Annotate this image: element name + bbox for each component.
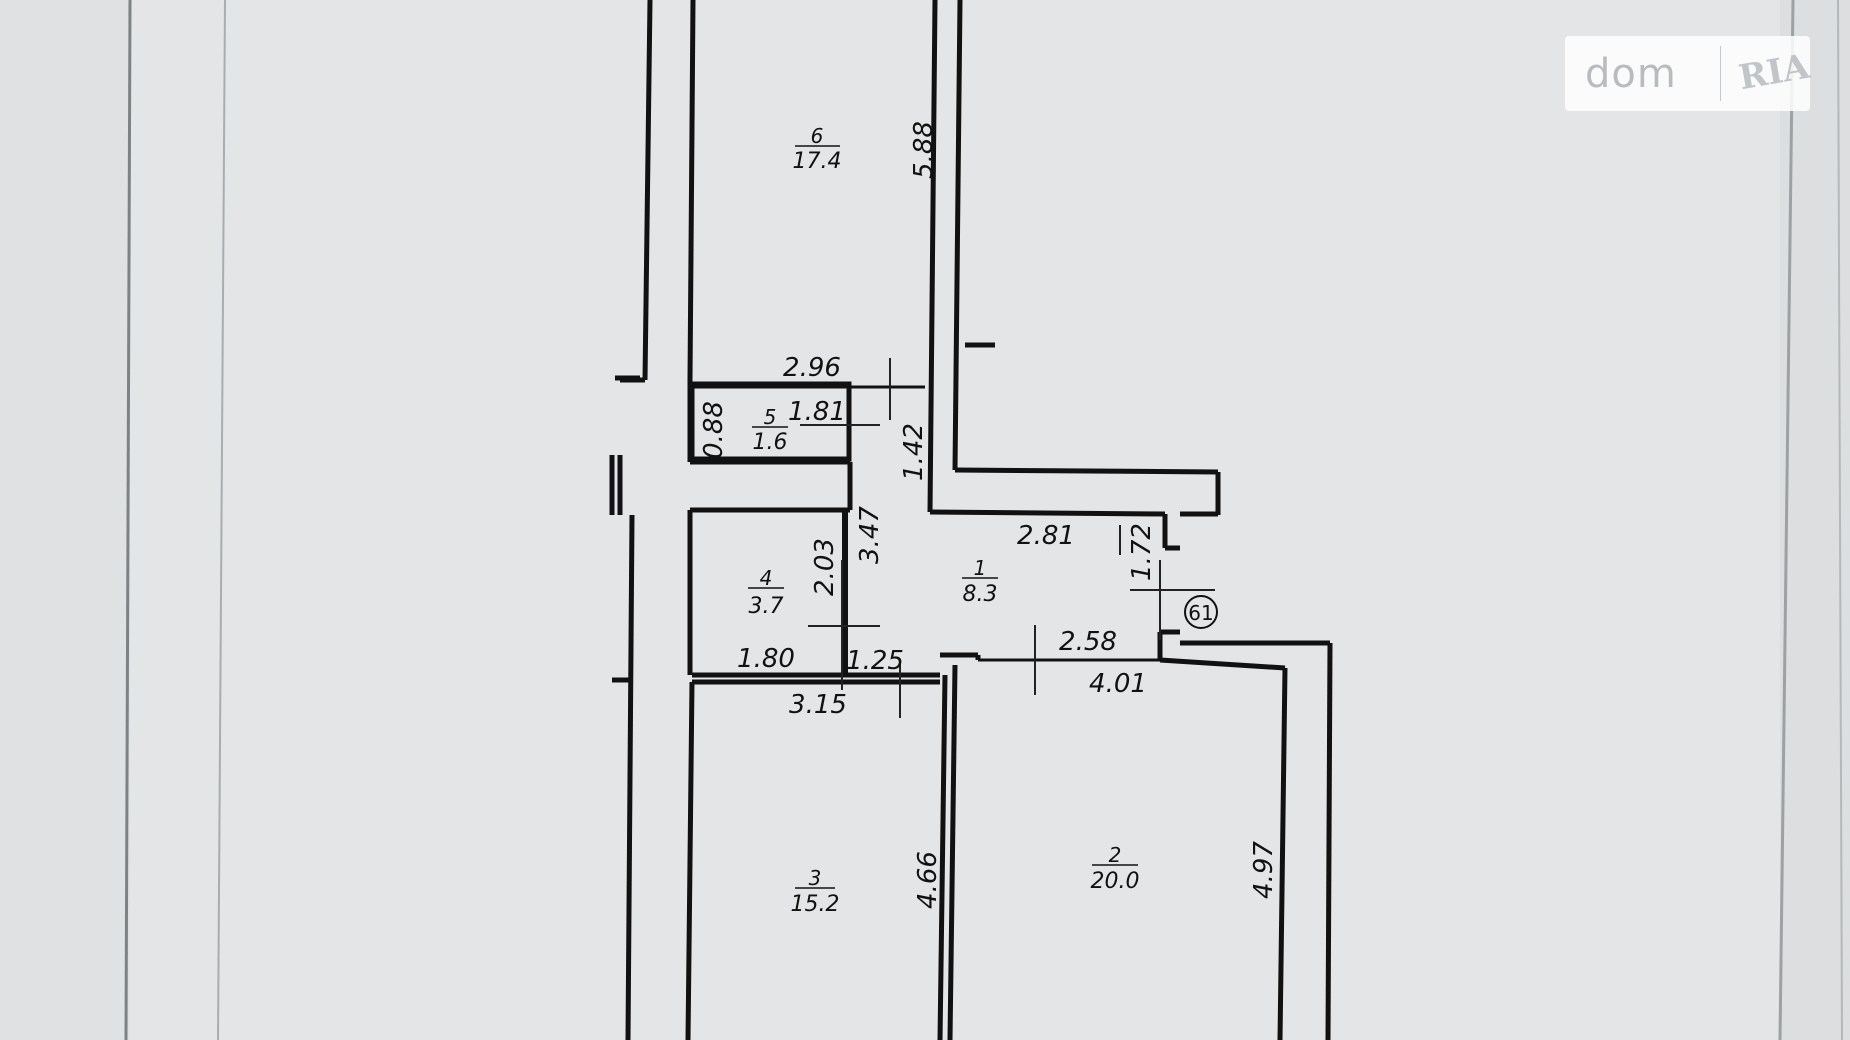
- room-number-1: 1: [974, 556, 987, 580]
- watermark-divider: [1719, 46, 1722, 101]
- marker-circle: [1184, 595, 1218, 629]
- dom-ria-watermark: dom RIA: [1565, 36, 1813, 111]
- dim-room2-top: 2.58: [1059, 627, 1117, 657]
- dimension-labels: 5.88 2.96 1.81 0.88 1.42 3.47 2.81 1.72 …: [699, 121, 1279, 909]
- watermark-brand: dom: [1585, 50, 1677, 97]
- marker-label: 61: [1188, 601, 1213, 625]
- room-number-4: 4: [760, 566, 773, 590]
- dim-room4-height: 2.03: [810, 538, 840, 596]
- dim-hall-width: 2.81: [1017, 521, 1075, 551]
- dim-room5-height: 0.88: [699, 401, 729, 459]
- room-area-1: 8.3: [963, 582, 998, 607]
- room-area-4: 3.7: [749, 594, 784, 619]
- dim-room4-width: 1.80: [737, 644, 795, 674]
- room-area-6: 17.4: [793, 149, 842, 174]
- sheet-frame-left: [217, 0, 226, 1040]
- paper-sheet-left: [0, 0, 130, 1040]
- dim-room6-width: 2.96: [783, 353, 841, 383]
- room-area-2: 20.0: [1091, 869, 1140, 894]
- entrance-marker: 61: [1184, 595, 1218, 629]
- dim-room6-height: 5.88: [909, 121, 939, 179]
- paper-sheet: [130, 0, 1780, 1040]
- dim-corridor-upper: 1.42: [899, 423, 929, 481]
- dim-entrance: 1.72: [1127, 523, 1157, 581]
- room-labels: 6 17.4 5 1.6 4 3.7 1 8.3 3 15.2 2 20.0: [748, 124, 1139, 917]
- room-area-3: 15.2: [791, 892, 840, 917]
- dim-hall-gap: 1.25: [846, 646, 904, 676]
- room-area-5: 1.6: [753, 430, 788, 455]
- dimension-lines: [800, 358, 1215, 718]
- room-number-6: 6: [811, 124, 824, 148]
- watermark-badge: RIA: [1736, 46, 1813, 98]
- room-number-3: 3: [809, 866, 822, 890]
- dim-room3-height: 4.66: [913, 851, 943, 909]
- sheet-edge-left: [124, 0, 132, 1040]
- dim-room3-width: 3.15: [789, 690, 847, 720]
- dim-corridor-height: 3.47: [855, 506, 885, 564]
- room-number-2: 2: [1109, 843, 1122, 867]
- sheet-edge-right: [1837, 0, 1843, 1040]
- dim-room2-height: 4.97: [1249, 841, 1279, 899]
- walls: [609, 0, 1333, 1040]
- dim-room5-width: 1.81: [788, 397, 846, 427]
- sheet-frame-right: [1778, 0, 1795, 1040]
- dim-room2-width: 4.01: [1089, 669, 1147, 699]
- room-number-5: 5: [764, 405, 777, 429]
